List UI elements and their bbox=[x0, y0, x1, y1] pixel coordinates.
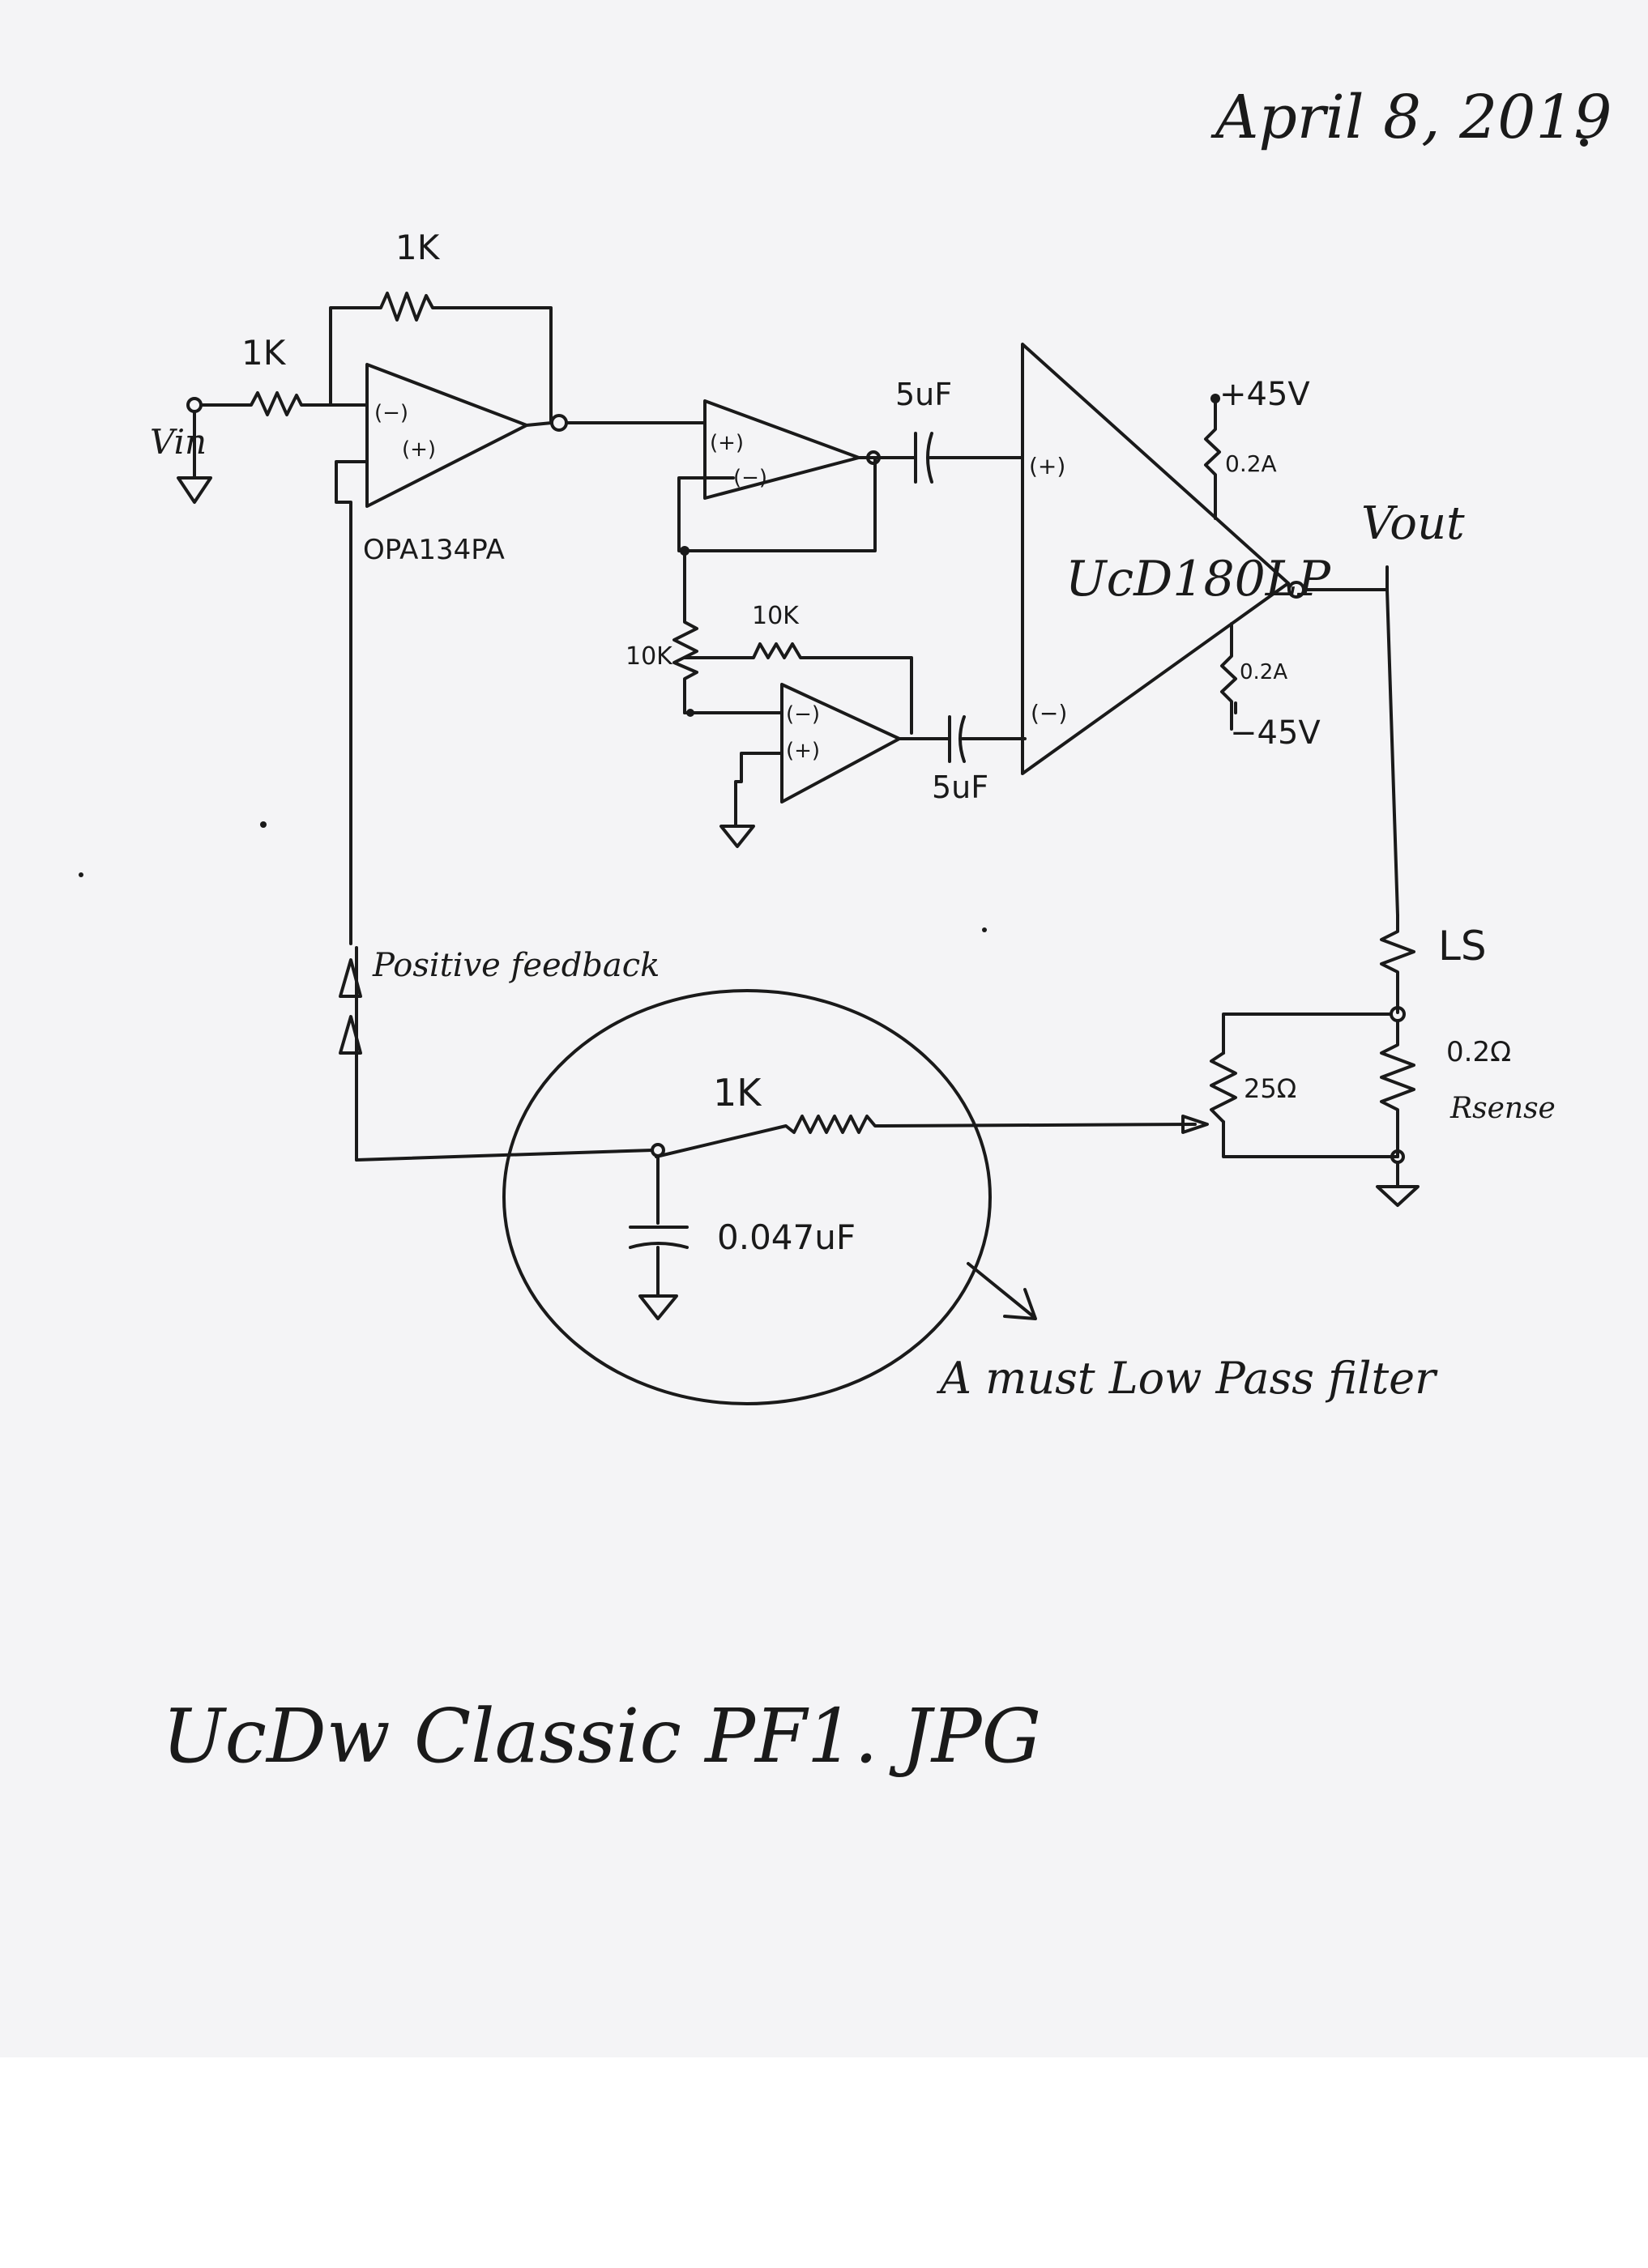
negative-fuse bbox=[1220, 622, 1237, 731]
filter-resistor-label: 1K bbox=[713, 1071, 762, 1115]
filter-resistor bbox=[655, 1115, 885, 1158]
ucd-name: UcD180LP bbox=[1065, 551, 1332, 608]
inverter-minus-pin: (−) bbox=[786, 702, 820, 727]
buffer-plus-pin: (+) bbox=[710, 431, 744, 455]
resistor-input-1k: 1K bbox=[199, 333, 369, 416]
opamp1-name: OPA134PA bbox=[363, 534, 505, 566]
input-terminal: Vin bbox=[150, 397, 212, 504]
speaker-label: LS bbox=[1438, 923, 1487, 970]
paper-background bbox=[0, 0, 1648, 2057]
feedback-return-line bbox=[355, 946, 654, 1162]
opamp-opa134pa: (−) (+) OPA134PA bbox=[363, 363, 528, 566]
feedback-resistor-label: 1K bbox=[395, 228, 441, 267]
negative-supply-label: −45V bbox=[1230, 714, 1321, 752]
top-capacitor-label: 5uF bbox=[895, 377, 952, 412]
resistor-divider-left: 10K bbox=[625, 549, 698, 714]
inverter-opamp: (−) (+) bbox=[780, 683, 901, 804]
pot-resistor bbox=[1210, 1051, 1237, 1123]
divider-left-resistor bbox=[672, 549, 698, 714]
output-ground-symbol bbox=[1376, 1161, 1420, 1207]
feedback-arrow-upper bbox=[339, 958, 362, 998]
resistor-feedback-1k: 1K bbox=[329, 228, 553, 423]
feedback-label: Positive feedback bbox=[372, 947, 660, 984]
positive-supply: +45V 0.2A bbox=[1204, 376, 1310, 520]
pot-branch bbox=[1222, 1013, 1399, 1158]
stray-mark bbox=[982, 927, 987, 932]
opamp1-minus-pin: (−) bbox=[374, 401, 408, 425]
filter-note: A must Low Pass filter bbox=[936, 1353, 1438, 1404]
divider-left-label: 10K bbox=[625, 642, 673, 671]
opamp1-triangle bbox=[365, 363, 528, 508]
buffer-feedback-line bbox=[677, 456, 877, 552]
capacitor-top-5uf: 5uF bbox=[873, 377, 1024, 484]
inverter-opamp-triangle bbox=[780, 683, 901, 804]
stray-mark bbox=[79, 872, 83, 877]
rsense-value: 0.2Ω bbox=[1446, 1036, 1511, 1068]
buffer-minus-pin: (−) bbox=[733, 466, 767, 490]
input-node bbox=[186, 397, 203, 413]
opamp1-output-line bbox=[525, 421, 707, 427]
inverter-junction bbox=[686, 709, 694, 717]
vout-label: Vout bbox=[1361, 497, 1465, 550]
speaker-coil bbox=[1380, 914, 1415, 1014]
positive-feedback-line bbox=[335, 460, 369, 945]
capacitor-bottom-5uf: 5uF bbox=[932, 715, 1027, 805]
resistor-divider-top: 10K bbox=[683, 602, 913, 735]
feedback-resistor bbox=[329, 292, 553, 423]
ucd-plus-pin: (+) bbox=[1029, 453, 1065, 480]
divider-top-label: 10K bbox=[752, 602, 800, 630]
opamp1-output-node bbox=[550, 414, 568, 432]
potentiometer-25: 25Ω bbox=[882, 1051, 1296, 1134]
filter-ground-symbol bbox=[638, 1294, 678, 1320]
buffer-opamp: (+) (−) bbox=[703, 399, 860, 500]
top-capacitor bbox=[873, 432, 1024, 484]
wiper-line bbox=[882, 1123, 1197, 1128]
note-arrow bbox=[967, 1262, 1037, 1320]
filter-capacitor-label: 0.047uF bbox=[717, 1217, 856, 1257]
rsense-label: Rsense bbox=[1449, 1092, 1556, 1125]
input-ground-symbol bbox=[177, 411, 212, 504]
positive-supply-node bbox=[1210, 394, 1220, 403]
inverter-plus-line bbox=[734, 752, 783, 828]
inverter-ground-symbol bbox=[719, 825, 755, 848]
filter-node bbox=[651, 1143, 665, 1157]
wiper-arrow bbox=[1181, 1115, 1209, 1134]
bottom-capacitor bbox=[938, 715, 1027, 763]
ucd-minus-pin: (−) bbox=[1031, 700, 1067, 727]
positive-fuse-label: 0.2A bbox=[1225, 450, 1277, 477]
stray-mark bbox=[260, 821, 267, 828]
filter-capacitor bbox=[629, 1154, 689, 1298]
ucd-triangle bbox=[1021, 343, 1290, 775]
vin-label: Vin bbox=[150, 422, 207, 462]
speaker-ls: LS bbox=[1380, 914, 1487, 1014]
scan-margin bbox=[0, 2057, 1648, 2268]
rsense-resistor bbox=[1380, 1019, 1415, 1158]
opamp1-plus-pin: (+) bbox=[402, 437, 436, 462]
input-resistor bbox=[199, 391, 369, 416]
buffer-opamp-triangle bbox=[703, 399, 860, 500]
filename-caption: UcDw Classic PF1. JPG bbox=[162, 1693, 1041, 1780]
positive-supply-label: +45V bbox=[1219, 376, 1310, 413]
negative-supply: 0.2A −45V bbox=[1220, 622, 1321, 752]
pot-label: 25Ω bbox=[1244, 1073, 1296, 1104]
inverter-plus-pin: (+) bbox=[786, 739, 820, 763]
ucd180lp-module: (+) (−) UcD180LP bbox=[1021, 343, 1332, 775]
divider-top-resistor bbox=[683, 642, 913, 735]
input-resistor-label: 1K bbox=[241, 333, 287, 373]
positive-fuse bbox=[1204, 397, 1221, 520]
negative-fuse-label: 0.2A bbox=[1240, 660, 1287, 684]
date-label: April 8, 2019 bbox=[1210, 83, 1612, 152]
low-pass-filter: 1K 0.047uF bbox=[502, 989, 992, 1405]
filter-circle bbox=[502, 989, 992, 1405]
output-line bbox=[1287, 565, 1399, 917]
stray-dot bbox=[1580, 139, 1588, 147]
feedback-arrow-lower bbox=[339, 1015, 362, 1055]
bottom-capacitor-label: 5uF bbox=[932, 770, 988, 805]
circuit-schematic: April 8, 2019 (−) (+) OPA134PA Vin 1K 1K… bbox=[79, 83, 1612, 1780]
